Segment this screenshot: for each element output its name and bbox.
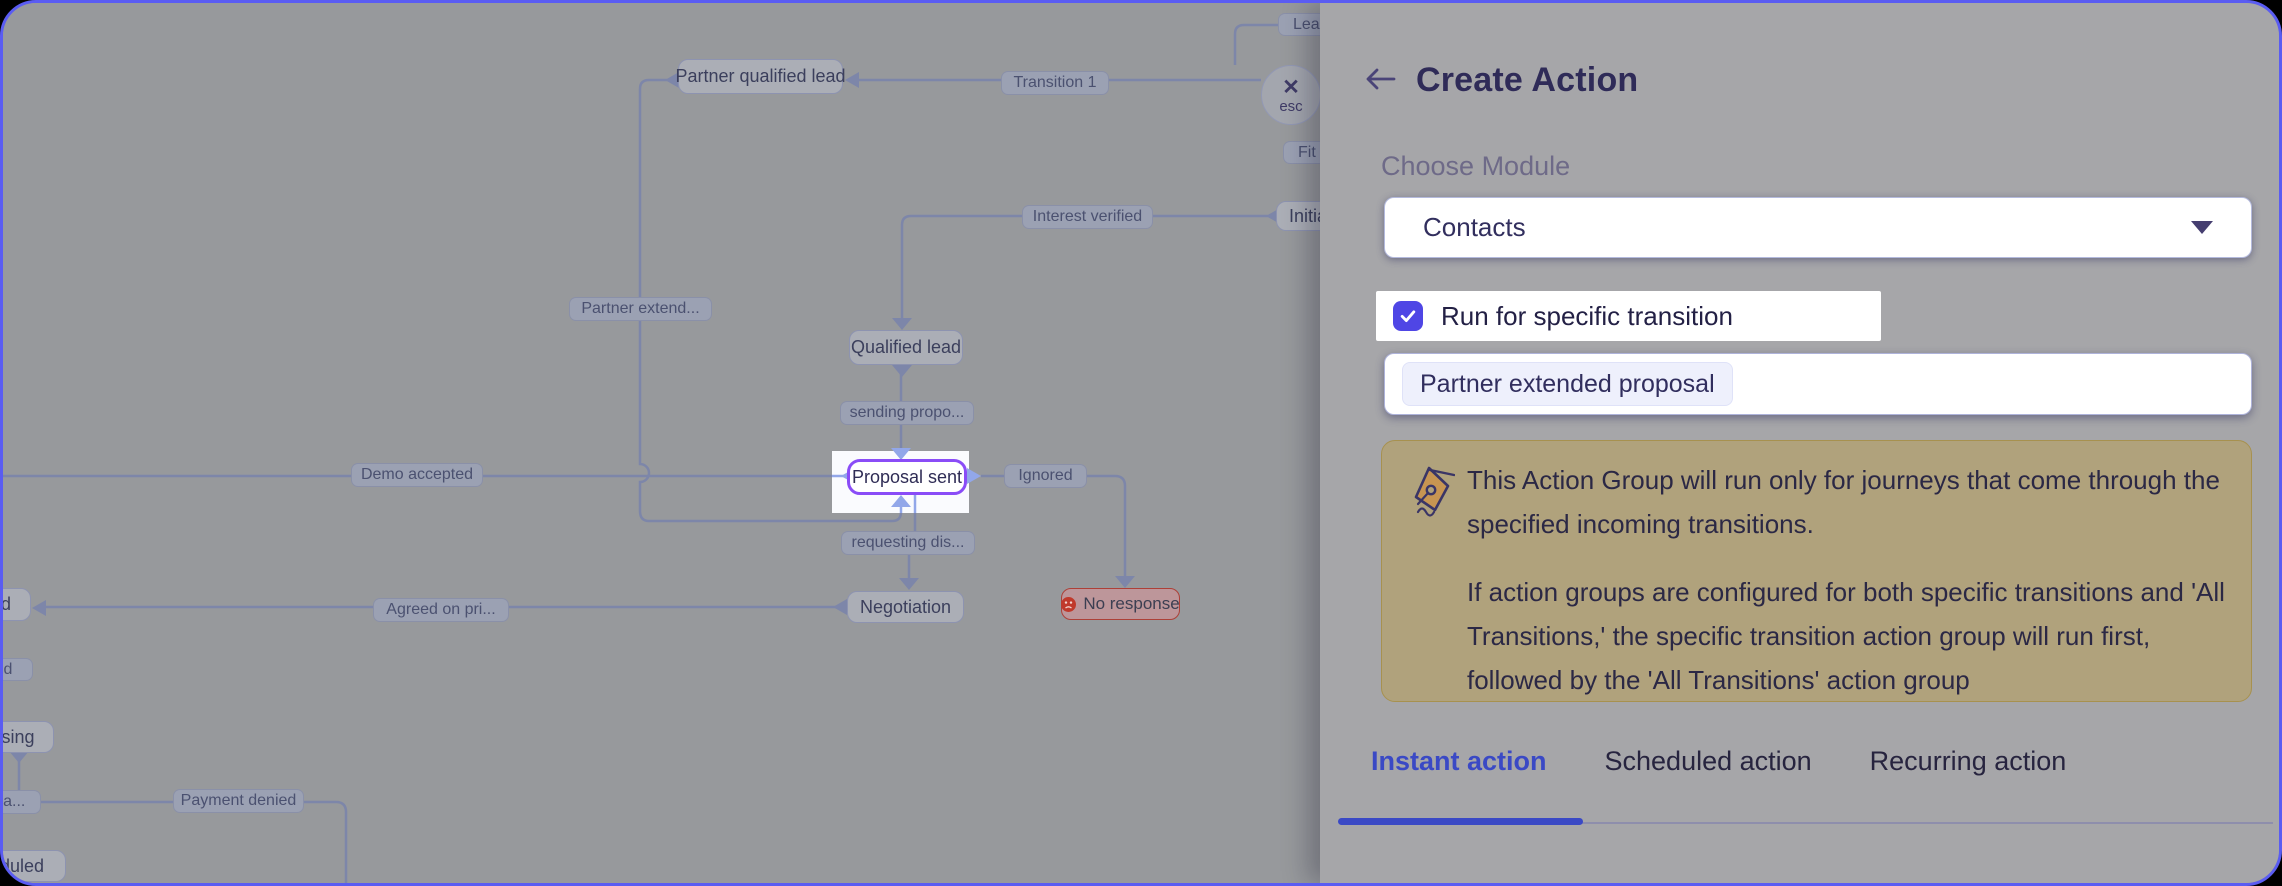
tab-recurring-action[interactable]: Recurring action [1869,746,2067,776]
transition-text: d [3,660,13,678]
info-paragraph-2: If action groups are configured for both… [1467,577,2225,695]
node-label: Proposal sent [851,466,963,487]
tab-instant-action[interactable]: Instant action [1371,746,1547,776]
node-left-edge-1[interactable]: d [3,588,31,621]
node-label: ssing [3,726,35,747]
close-icon: ✕ [1282,75,1300,99]
active-tab-indicator [1338,818,1583,825]
selected-transition-tag[interactable]: Partner extended proposal [1402,362,1733,406]
transition-label-transition-1[interactable]: Transition 1 [1001,71,1109,95]
transition-label-payment-denied[interactable]: Payment denied [173,789,304,813]
node-label: duled [3,855,45,876]
tab-scheduled-action[interactable]: Scheduled action [1604,746,1812,776]
journey-canvas[interactable]: Partner qualified lead Qualified lead Pr… [3,3,1320,883]
page-title: Create Action [1416,61,1639,99]
transition-text: Interest verified [1032,208,1143,225]
transition-label-partner-extended[interactable]: Partner extend... [569,297,712,321]
check-icon [1400,310,1416,322]
transition-text: Transition 1 [1013,74,1097,91]
node-no-response[interactable]: No response [1061,588,1180,620]
node-label: No response [1083,594,1180,613]
transition-text: Agreed on pri... [386,601,496,618]
back-arrow-icon [1366,68,1396,90]
transition-label-agreed-on-price[interactable]: Agreed on pri... [373,598,509,622]
choose-module-label: Choose Module [1381,151,1571,181]
esc-button[interactable]: ✕ esc [1261,65,1320,125]
transition-label-left-edge[interactable]: sta... [3,790,41,814]
specific-transition-checkbox[interactable] [1393,301,1423,331]
node-initial-contact[interactable]: Initia [1276,201,1320,231]
transition-text: Payment denied [180,792,297,809]
transition-text: Ignored [1018,467,1073,484]
transition-text: Demo accepted [360,466,474,483]
node-negotiation[interactable]: Negotiation [847,591,964,623]
transition-text: Partner extend... [581,300,700,317]
info-banner: This Action Group will run only for jour… [1381,440,2252,702]
esc-label: esc [1279,97,1303,115]
transition-text: sending propo... [849,404,965,421]
transition-label-left-edge-2[interactable]: d [3,658,33,681]
transition-text: requesting dis... [851,534,965,551]
specific-transition-label[interactable]: Run for specific transition [1441,300,1733,331]
transition-label-requesting-discount[interactable]: requesting dis... [841,531,975,555]
module-select-value: Contacts [1423,212,1526,242]
module-select[interactable]: Contacts [1384,197,2252,258]
tabs-divider [1343,822,2273,824]
node-label: Qualified lead [850,337,962,357]
node-proposal-sent[interactable]: Proposal sent [847,459,967,495]
node-label: d [3,594,11,615]
transition-label-demo-accepted[interactable]: Demo accepted [351,463,483,487]
info-paragraph-1: This Action Group will run only for jour… [1467,465,2220,539]
node-qualified-lead[interactable]: Qualified lead [849,330,963,365]
node-label: Negotiation [859,596,952,617]
transition-text: Lea [1293,15,1320,33]
node-left-edge-2[interactable]: ssing [3,721,54,753]
pen-note-icon [1414,466,1455,517]
fit-screen-button[interactable]: Fit [1283,141,1320,164]
transition-label-lead[interactable]: Lea [1278,13,1320,36]
node-label: Partner qualified lead [675,66,846,86]
transition-text: sta... [3,793,26,810]
flow-lines [3,23,1280,883]
node-left-edge-3[interactable]: duled [3,850,66,882]
transition-label-ignored[interactable]: Ignored [1004,464,1087,488]
specific-transition-row: Run for specific transition [1376,291,1881,341]
chevron-down-icon [2191,221,2213,234]
sad-face-icon [1061,596,1077,612]
button-text: Fit [1298,143,1316,161]
transition-label-sending-proposal[interactable]: sending propo... [840,401,974,425]
back-button[interactable] [1362,61,1398,97]
create-action-panel: Create Action Choose Module Contacts Run… [1320,3,2279,883]
node-label: Initia [1289,205,1320,226]
action-tabs: Instant action Scheduled action Recurrin… [1371,746,2066,777]
node-partner-qualified-lead[interactable]: Partner qualified lead [675,59,846,94]
transition-label-interest-verified[interactable]: Interest verified [1022,205,1153,229]
transition-select-input[interactable]: Partner extended proposal [1384,353,2252,415]
info-banner-text: This Action Group will run only for jour… [1467,458,2229,702]
